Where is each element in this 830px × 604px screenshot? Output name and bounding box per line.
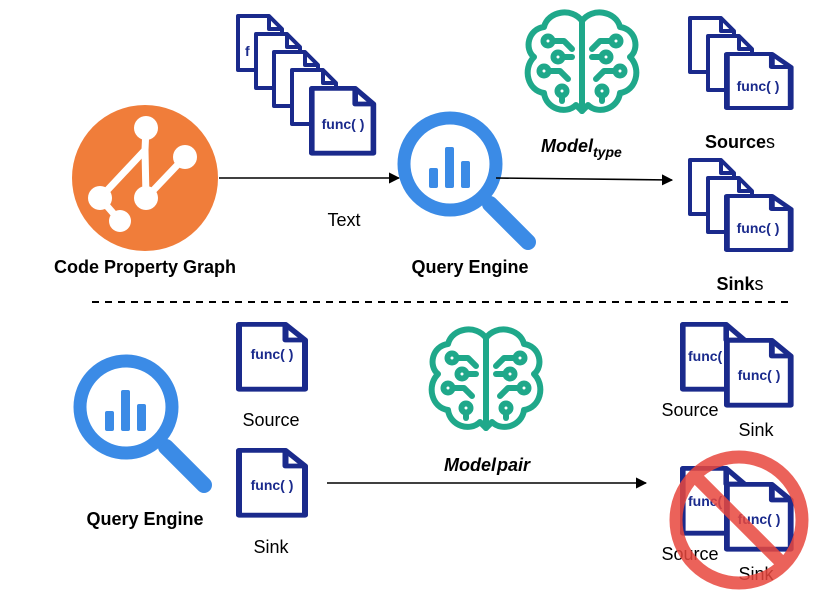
valid-pair-documents: func( ) func( ) <box>683 324 791 405</box>
func-doc-text-partial: f <box>245 43 250 59</box>
sink-label: Sink <box>253 537 289 557</box>
sources-label: Sources <box>705 132 775 152</box>
sinks-document-stack: func( ) <box>688 158 791 250</box>
sinks-func-text: func( ) <box>737 220 780 236</box>
sink-document: func( ) <box>239 450 305 515</box>
source-label: Source <box>242 410 299 430</box>
code-property-graph-icon <box>72 105 218 251</box>
valid-pair-source-func-text: func( ) <box>688 348 731 364</box>
query-engine-top-icon <box>404 118 528 242</box>
model-type-brain-icon <box>528 12 637 111</box>
func-doc-text: func( ) <box>322 116 365 132</box>
sinks-label: Sinks <box>716 274 763 294</box>
sources-document-stack: func( ) <box>688 16 791 108</box>
model-pair-brain-icon <box>432 329 541 428</box>
cpg-label: Code Property Graph <box>54 257 236 277</box>
function-document-stack-top: func( ) f <box>236 14 373 153</box>
prohibition-sign-icon <box>669 450 809 590</box>
source-document: func( ) <box>239 324 305 389</box>
sources-func-text: func( ) <box>737 78 780 94</box>
text-edge-label: Text <box>327 210 360 230</box>
valid-pair-source-label: Source <box>661 400 718 420</box>
source-func-text: func( ) <box>251 346 294 362</box>
sink-func-text: func( ) <box>251 477 294 493</box>
valid-pair-sink-label: Sink <box>738 420 774 440</box>
query-to-results-arrow <box>495 174 674 186</box>
query-engine-bottom-icon <box>80 361 204 485</box>
valid-pair-sink-func-text: func( ) <box>738 367 781 383</box>
model-pair-label: Modelpair <box>444 455 531 475</box>
model-type-label: Modeltype <box>541 136 622 160</box>
query-engine-top-label: Query Engine <box>411 257 528 277</box>
query-engine-bottom-label: Query Engine <box>86 509 203 529</box>
